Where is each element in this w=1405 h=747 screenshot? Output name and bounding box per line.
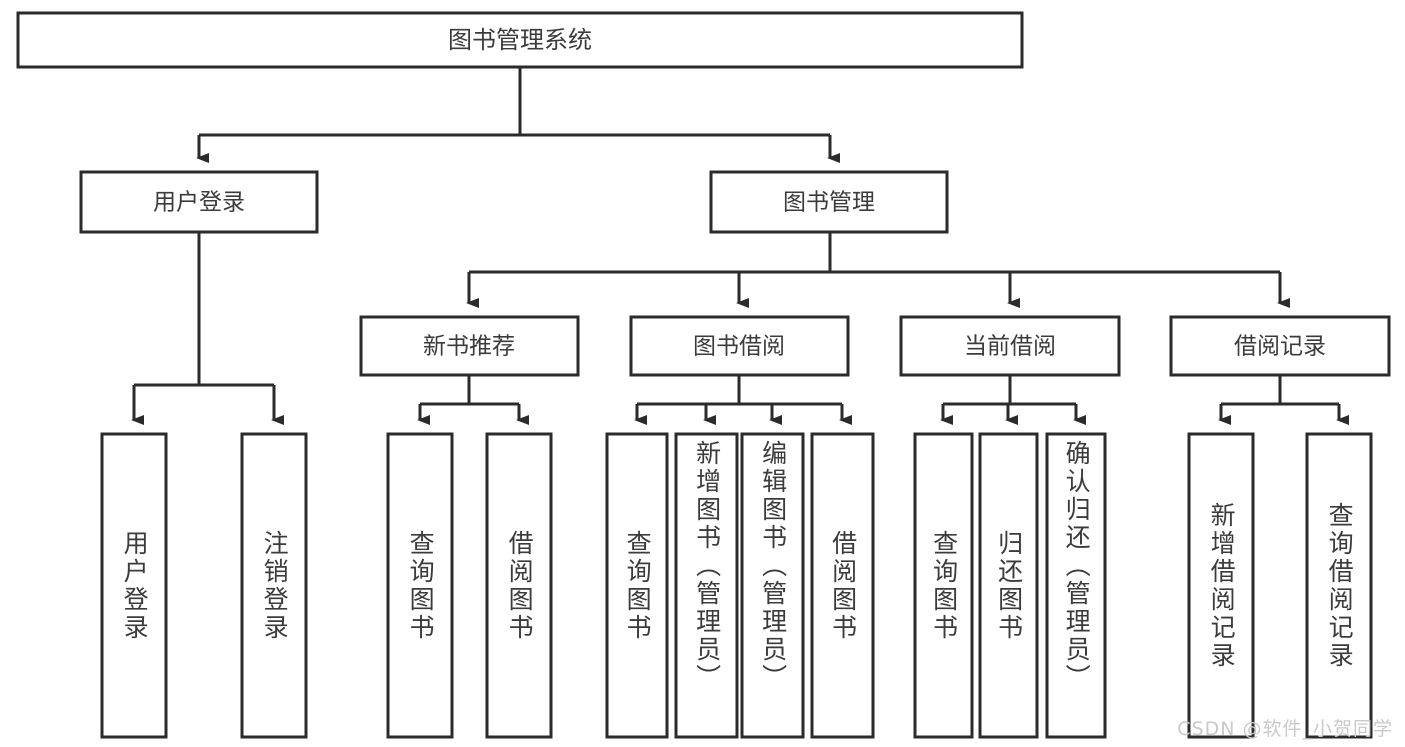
connector-group-root bbox=[196, 67, 840, 163]
leaf-box-confirm-return-admin[interactable] bbox=[1045, 432, 1107, 739]
connector-group-book-management bbox=[466, 232, 1290, 308]
node-box-new-book-recommend[interactable] bbox=[359, 315, 580, 377]
connector-group-current-borrow bbox=[940, 375, 1086, 425]
leaf-boxes bbox=[100, 432, 1373, 739]
node-box-user-login[interactable] bbox=[79, 170, 319, 234]
node-label-user-login: 用户登录 bbox=[153, 190, 245, 216]
leaf-box-add-book-admin[interactable] bbox=[674, 432, 739, 739]
leaf-box-query-book-current[interactable] bbox=[913, 432, 974, 739]
leaf-box-return-book[interactable] bbox=[978, 432, 1039, 739]
node-label-borrow-record: 借阅记录 bbox=[1234, 334, 1326, 360]
node-boxes bbox=[16, 11, 1391, 377]
node-box-root[interactable] bbox=[16, 11, 1024, 69]
leaf-box-query-borrow-record[interactable] bbox=[1305, 432, 1373, 739]
node-box-book-management[interactable] bbox=[709, 170, 949, 234]
connector-group-borrow-record bbox=[1218, 375, 1349, 425]
leaf-box-edit-book-admin[interactable] bbox=[740, 432, 805, 739]
connector-group-book-borrow bbox=[634, 375, 852, 425]
leaf-box-borrow-book[interactable] bbox=[810, 432, 875, 739]
leaf-box-add-borrow-record[interactable] bbox=[1187, 432, 1255, 739]
node-box-book-borrow[interactable] bbox=[629, 315, 850, 377]
csdn-watermark: CSDN @软件_小贺同学 bbox=[1177, 718, 1393, 740]
leaf-box-borrow-book-recommend[interactable] bbox=[485, 432, 553, 739]
leaf-box-query-book-recommend[interactable] bbox=[386, 432, 454, 739]
node-label-current-borrow: 当前借阅 bbox=[964, 334, 1056, 360]
node-label-book-borrow: 图书借阅 bbox=[693, 334, 785, 360]
connector-group-new-book-recommend bbox=[417, 375, 529, 425]
leaf-box-user-login[interactable] bbox=[100, 432, 168, 739]
node-label-new-book-recommend: 新书推荐 bbox=[423, 334, 515, 360]
node-label-book-management: 图书管理 bbox=[783, 190, 875, 216]
leaf-box-logout-login[interactable] bbox=[240, 432, 308, 739]
node-box-borrow-record[interactable] bbox=[1169, 315, 1391, 377]
connector-group-user-login bbox=[131, 232, 284, 425]
node-box-current-borrow[interactable] bbox=[899, 315, 1121, 377]
leaf-box-query-book-borrow[interactable] bbox=[605, 432, 669, 739]
node-label-root: 图书管理系统 bbox=[448, 26, 592, 54]
